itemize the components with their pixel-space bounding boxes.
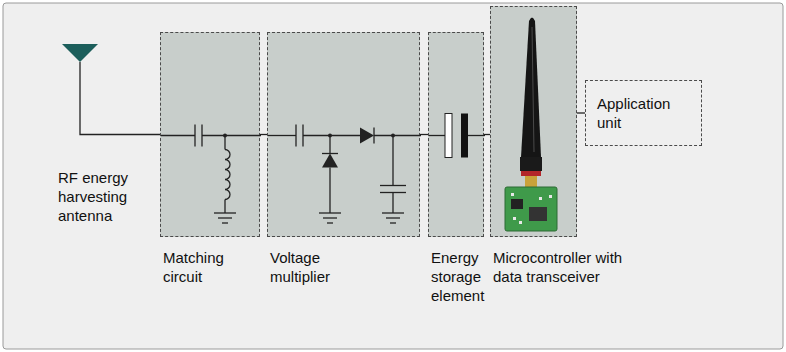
circuit-wire (329, 136, 330, 154)
antenna-photo (532, 27, 534, 152)
chip-symbol (529, 207, 547, 221)
circuit-wire (224, 136, 225, 150)
antenna-wire (80, 62, 160, 135)
circuit-board (505, 187, 557, 231)
circuit-wire (161, 135, 195, 136)
ground-symbol (390, 222, 396, 223)
process-box: Application unit (585, 80, 702, 146)
component-dot (519, 221, 522, 224)
antenna-label: RF energy harvesting antenna (58, 168, 158, 225)
capacitor-symbol (380, 185, 406, 186)
block-caption: Matching circuit (163, 248, 253, 286)
signal-wire (420, 134, 428, 135)
component-dot (539, 197, 542, 200)
ground-symbol (327, 222, 333, 223)
capacitor-plate (461, 114, 468, 158)
component-dot (513, 217, 516, 220)
ground-symbol (323, 217, 337, 218)
circuit-drawing (161, 33, 261, 238)
box-label: Application unit (597, 94, 690, 132)
circuit-wire (392, 136, 393, 186)
ground-symbol (218, 217, 232, 218)
block-caption: Microcontroller with data transceiver (493, 248, 653, 286)
ground-symbol (222, 222, 228, 223)
figure-panel (3, 3, 783, 349)
circuit-block: Voltage multiplier (267, 32, 420, 237)
signal-wire (577, 112, 585, 113)
antenna-photo (520, 157, 542, 171)
diode-symbol (322, 154, 338, 168)
capacitor-plate (445, 114, 452, 158)
circuit-wire (468, 135, 485, 136)
circuit-block: Matching circuit (160, 32, 260, 237)
ground-symbol (319, 212, 341, 213)
ground-symbol (214, 212, 236, 213)
antenna-photo (521, 171, 541, 176)
chip-symbol (511, 199, 523, 209)
circuit-block: Microcontroller with data transceiver (490, 6, 577, 237)
circuit-wire (268, 135, 296, 136)
circuit-drawing (268, 33, 421, 238)
antenna-photo (521, 18, 541, 158)
circuit-wire (374, 135, 421, 136)
block-caption: Voltage multiplier (270, 248, 370, 286)
component-dot (511, 193, 514, 196)
antenna-symbol (62, 44, 98, 62)
capacitor-symbol (194, 125, 195, 147)
component-dot (549, 195, 552, 198)
capacitor-symbol (295, 125, 296, 147)
ground-symbol (386, 217, 400, 218)
circuit-drawing (429, 33, 485, 238)
inductor-symbol (225, 150, 230, 200)
circuit-wire (429, 135, 445, 136)
signal-wire (260, 134, 267, 135)
circuit-wire (224, 200, 225, 214)
circuit-block: Energy storage element (428, 32, 484, 237)
diode-symbol (360, 128, 374, 144)
antenna-photo (525, 176, 537, 188)
circuit-drawing (491, 7, 578, 238)
circuit-wire (202, 135, 261, 136)
circuit-wire (329, 168, 330, 214)
block-caption: Energy storage element (431, 248, 501, 305)
circuit-wire (392, 193, 393, 214)
ground-symbol (382, 212, 404, 213)
